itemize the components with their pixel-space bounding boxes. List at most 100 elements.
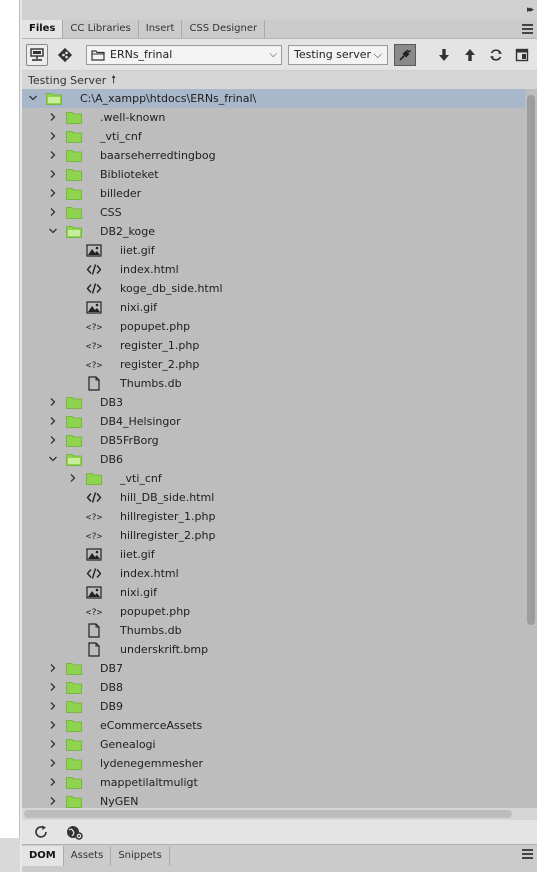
folder-icon (66, 739, 82, 751)
tree-folder-row[interactable]: _vti_cnf (22, 127, 525, 146)
tree-file-row[interactable]: iiet.gif (22, 545, 525, 564)
tree-file-row[interactable]: <?>register_1.php (22, 336, 525, 355)
tree-expander[interactable] (48, 150, 58, 160)
tree-file-row[interactable]: <?>popupet.php (22, 602, 525, 621)
tree-expander[interactable] (48, 454, 58, 464)
tree-file-row[interactable]: nixi.gif (22, 298, 525, 317)
tree-folder-row[interactable]: _vti_cnf (22, 469, 525, 488)
tree-folder-row[interactable]: DB9 (22, 697, 525, 716)
tree-expander[interactable] (28, 93, 38, 103)
tab-files[interactable]: Files (22, 20, 64, 38)
tree-file-row[interactable]: koge_db_side.html (22, 279, 525, 298)
bottom-panel-menu-icon[interactable] (522, 849, 533, 859)
file-list-header[interactable]: Testing Server 🠕 (22, 70, 537, 89)
expand-view-button[interactable] (511, 44, 533, 66)
tree-item-label: hillregister_1.php (120, 510, 216, 523)
tree-item-label: iiet.gif (120, 548, 155, 561)
globe-settings-button[interactable] (64, 821, 86, 843)
tree-expander[interactable] (48, 796, 58, 806)
tab-snippets[interactable]: Snippets (111, 846, 170, 866)
tree-folder-row[interactable]: Genealogi (22, 735, 525, 754)
column-header-testing-server[interactable]: Testing Server (28, 73, 107, 87)
tree-folder-row[interactable]: .well-known (22, 108, 525, 127)
refresh-button[interactable] (485, 44, 507, 66)
arrow-down-icon (439, 48, 449, 61)
git-button[interactable] (54, 44, 76, 66)
collapse-panel-icon[interactable]: ▸▸ (526, 5, 534, 15)
tree-expander[interactable] (48, 416, 58, 426)
tree-folder-row[interactable]: DB5FrBorg (22, 431, 525, 450)
tree-file-row[interactable]: iiet.gif (22, 241, 525, 260)
tree-folder-row[interactable]: NyGEN (22, 792, 525, 808)
tree-folder-row[interactable]: DB3 (22, 393, 525, 412)
tab-cc-libraries[interactable]: CC Libraries (63, 20, 139, 38)
tree-expander[interactable] (48, 701, 58, 711)
tree-file-row[interactable]: index.html (22, 564, 525, 583)
tree-file-row[interactable]: <?>hillregister_2.php (22, 526, 525, 545)
tree-expander[interactable] (48, 131, 58, 141)
tree-expander[interactable] (48, 112, 58, 122)
tree-file-row[interactable]: index.html (22, 260, 525, 279)
tab-insert[interactable]: Insert (139, 20, 183, 38)
chevron-right-icon (50, 189, 56, 197)
tree-folder-row[interactable]: DB4_Helsingor (22, 412, 525, 431)
tab-css-designer[interactable]: CSS Designer (182, 20, 266, 38)
tree-file-row[interactable]: Thumbs.db (22, 621, 525, 640)
tree-expander[interactable] (48, 682, 58, 692)
tree-file-row[interactable]: Thumbs.db (22, 374, 525, 393)
tree-folder-row[interactable]: DB2_koge (22, 222, 525, 241)
tree-file-row[interactable]: underskrift.bmp (22, 640, 525, 659)
tree-expander[interactable] (48, 397, 58, 407)
server-select[interactable]: Testing server ⌵ (288, 44, 388, 65)
tree-folder-row[interactable]: Biblioteket (22, 165, 525, 184)
tree-expander[interactable] (48, 663, 58, 673)
tree-file-row[interactable]: <?>popupet.php (22, 317, 525, 336)
tree-file-row[interactable]: hill_DB_side.html (22, 488, 525, 507)
horizontal-scrollbar[interactable] (22, 808, 537, 820)
refresh-log-button[interactable] (30, 821, 52, 843)
tree-expander[interactable] (48, 207, 58, 217)
tree-expander[interactable] (68, 473, 78, 483)
site-server-view-button[interactable] (26, 43, 48, 66)
folder-icon (66, 701, 82, 713)
tree-root-row[interactable]: C:\A_xampp\htdocs\ERNs_frinal\ (22, 89, 525, 108)
tree-folder-row[interactable]: DB8 (22, 678, 525, 697)
folder-icon (66, 150, 82, 162)
tree-expander[interactable] (48, 188, 58, 198)
tree-folder-row[interactable]: baarseherredtingbog (22, 146, 525, 165)
tree-expander[interactable] (48, 739, 58, 749)
tree-file-row[interactable]: nixi.gif (22, 583, 525, 602)
globe-settings-icon (67, 826, 83, 840)
vertical-scrollbar[interactable] (525, 89, 537, 808)
tree-folder-row[interactable]: CSS (22, 203, 525, 222)
tree-folder-row[interactable]: DB6 (22, 450, 525, 469)
tree-expander[interactable] (48, 169, 58, 179)
tree-folder-row[interactable]: eCommerceAssets (22, 716, 525, 735)
tree-folder-row[interactable]: DB7 (22, 659, 525, 678)
horizontal-scrollbar-thumb[interactable] (24, 810, 512, 818)
site-folder-icon (91, 49, 105, 61)
tree-expander[interactable] (48, 777, 58, 787)
tree-expander[interactable] (48, 226, 58, 236)
tab-dom[interactable]: DOM (22, 846, 64, 866)
tree-folder-row[interactable]: mappetilaltmuligt (22, 773, 525, 792)
tree-folder-row[interactable]: lydenegemmesher (22, 754, 525, 773)
tree-folder-row[interactable]: billeder (22, 184, 525, 203)
tree-item-label: hillregister_2.php (120, 529, 216, 542)
file-tree[interactable]: C:\A_xampp\htdocs\ERNs_frinal\.well-know… (22, 89, 525, 808)
tree-file-row[interactable]: <?>register_2.php (22, 355, 525, 374)
tree-file-row[interactable]: <?>hillregister_1.php (22, 507, 525, 526)
tree-expander[interactable] (48, 720, 58, 730)
panel-menu-icon[interactable] (522, 24, 533, 34)
connect-button[interactable] (394, 43, 416, 66)
get-files-button[interactable] (433, 44, 455, 66)
tab-assets[interactable]: Assets (64, 846, 112, 866)
tree-expander[interactable] (48, 435, 58, 445)
site-select[interactable]: ERNs_frinal ⌵ (86, 44, 282, 65)
put-files-button[interactable] (459, 44, 481, 66)
tree-item-label: DB2_koge (100, 225, 155, 238)
php-file-icon: <?> (86, 342, 102, 352)
tree-expander[interactable] (48, 758, 58, 768)
sort-arrow-up-icon[interactable]: 🠕 (111, 72, 116, 86)
vertical-scrollbar-thumb[interactable] (527, 95, 535, 625)
